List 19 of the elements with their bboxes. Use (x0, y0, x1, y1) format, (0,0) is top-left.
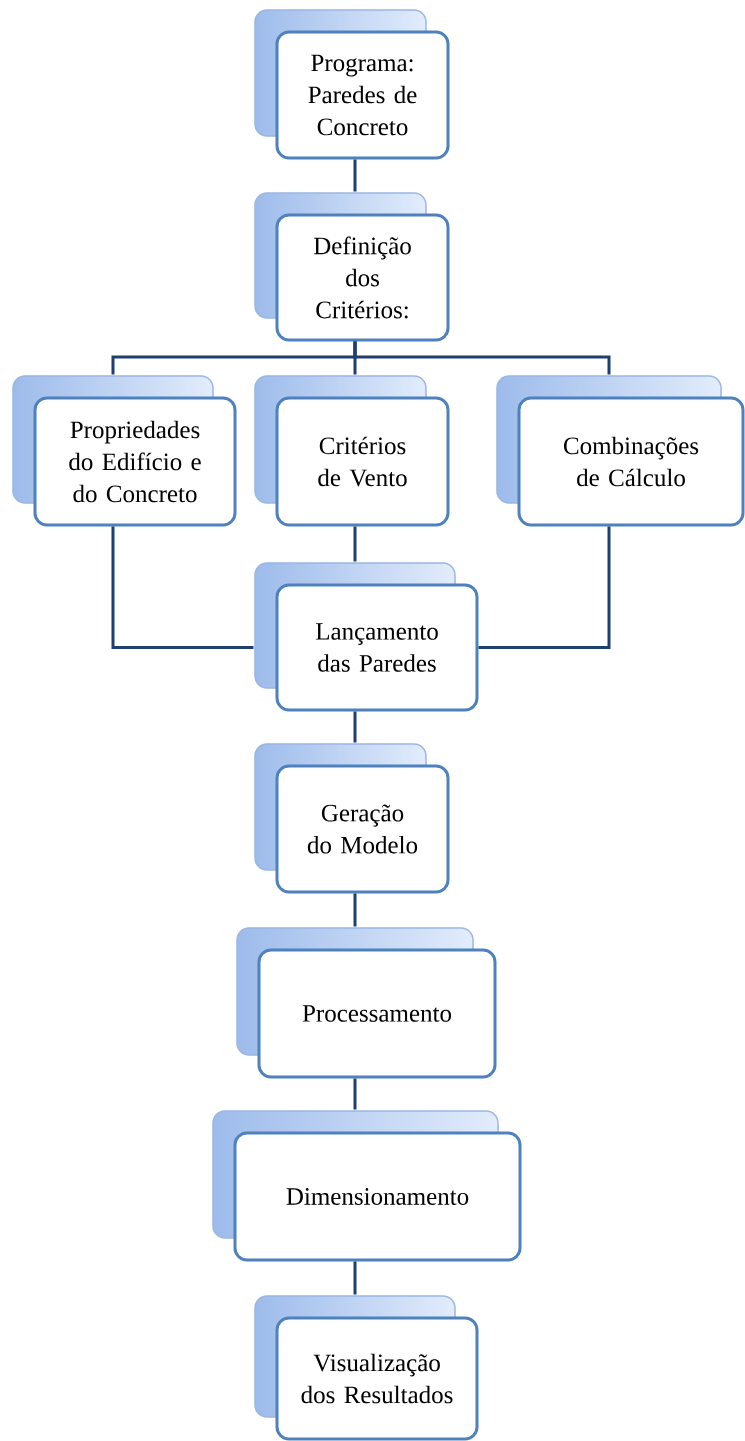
process-box: Processamento (236, 927, 497, 1079)
connector-line (353, 1078, 357, 1110)
connector-line (353, 711, 357, 743)
process-box: Combinações de Cálculo (496, 375, 745, 527)
process-box: Critérios de Vento (254, 375, 450, 527)
process-box: Lançamento das Paredes (254, 562, 479, 712)
process-box: Definição dos Critérios: (254, 192, 450, 342)
connector-line (353, 893, 357, 927)
connector-line (353, 1261, 357, 1295)
process-box: Propriedades do Edifício e do Concreto (12, 375, 237, 527)
connector-line (353, 526, 357, 562)
connector-line (111, 526, 254, 649)
connector-line (478, 526, 611, 649)
process-box: Visualização dos Resultados (254, 1295, 479, 1441)
process-box: Programa: Paredes de Concreto (254, 9, 450, 160)
process-box: Dimensionamento (212, 1110, 522, 1262)
process-box: Geração do Modelo (254, 743, 450, 894)
connector-line (353, 341, 611, 375)
connector-line (353, 159, 357, 192)
